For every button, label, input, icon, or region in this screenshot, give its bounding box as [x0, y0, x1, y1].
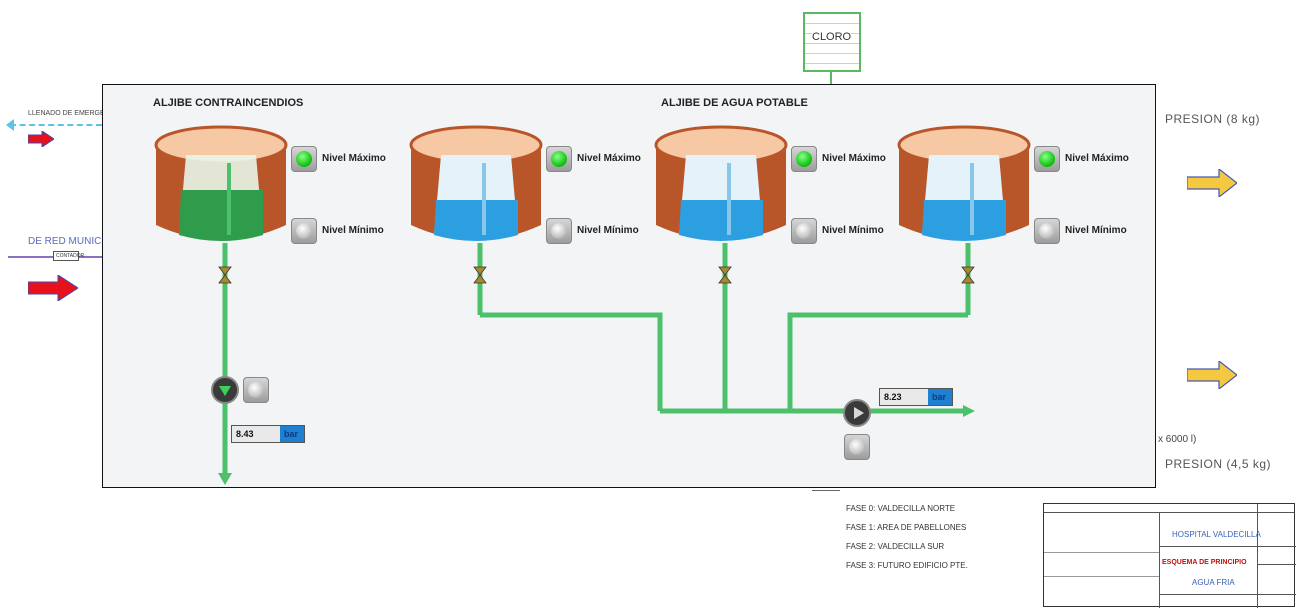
pump-left-arrow-icon	[219, 386, 231, 396]
tank3-min-lamp	[796, 223, 812, 239]
pump-left-pressure: 8.43 bar	[231, 425, 305, 443]
tank-graphic	[154, 125, 288, 241]
title-aljibe-agua-potable: ALJIBE DE AGUA POTABLE	[661, 97, 808, 109]
contador-label: CONTADOR	[56, 253, 85, 259]
tank3-max-label: Nivel Máximo	[822, 153, 886, 164]
tank-contraincendios	[151, 115, 291, 260]
presion-45-label: PRESION (4,5 kg)	[1165, 457, 1272, 471]
tank1-min-indicator	[291, 218, 317, 244]
presion-8-label: PRESION (8 kg)	[1165, 112, 1261, 126]
llenado-line	[10, 124, 102, 126]
pump-right-arrow-icon	[854, 407, 864, 419]
fase-3: FASE 3: FUTURO EDIFICIO PTE.	[846, 561, 968, 570]
tank-agua-potable-1	[406, 115, 546, 260]
pump-right-icon[interactable]	[843, 399, 871, 427]
red-arrow-large	[28, 275, 78, 301]
pipe-network	[218, 243, 975, 485]
cloro-tank: CLORO	[803, 12, 861, 72]
tank2-min-lamp	[551, 223, 567, 239]
pump-right-value: 8.23	[880, 389, 928, 405]
title-aljibe-contraincendios: ALJIBE CONTRAINCENDIOS	[153, 97, 304, 109]
capacity-fragment: x 6000 l)	[1158, 434, 1197, 445]
fase-0: FASE 0: VALDECILLA NORTE	[846, 504, 956, 513]
pump-right-status[interactable]	[844, 434, 870, 460]
pump-left-status[interactable]	[243, 377, 269, 403]
tank4-min-indicator	[1034, 218, 1060, 244]
tank4-max-indicator	[1034, 146, 1060, 172]
fase-underline	[812, 490, 840, 491]
tank-graphic	[654, 125, 788, 241]
contador-box: CONTADOR	[53, 251, 84, 261]
tank1-min-label: Nivel Mínimo	[322, 225, 384, 236]
pump-right-pressure: 8.23 bar	[879, 388, 953, 406]
tank4-max-label: Nivel Máximo	[1065, 153, 1129, 164]
llenado-emergencia-label: LLENADO DE EMERGE	[28, 110, 105, 117]
pump-left-lamp	[248, 382, 264, 398]
tank-agua-potable-2	[651, 115, 791, 260]
tank1-min-lamp	[296, 223, 312, 239]
tank3-max-indicator	[791, 146, 817, 172]
tank2-min-indicator	[546, 218, 572, 244]
pump-left-unit: bar	[280, 426, 304, 442]
title-block-hospital: HOSPITAL VALDECILLA	[1172, 530, 1261, 539]
red-municipal-label: DE RED MUNICIP	[28, 236, 111, 247]
tank1-max-lamp	[296, 151, 312, 167]
pump-left-value: 8.43	[232, 426, 280, 442]
tank4-min-lamp	[1039, 223, 1055, 239]
yellow-arrow-lower	[1187, 361, 1237, 389]
pump-right-lamp	[849, 439, 865, 455]
title-block: HOSPITAL VALDECILLA ESQUEMA DE PRINCIPIO…	[1043, 503, 1296, 608]
tank2-max-lamp	[551, 151, 567, 167]
tank1-max-indicator	[291, 146, 317, 172]
pump-left-icon[interactable]	[211, 376, 239, 404]
llenado-arrowhead	[6, 119, 14, 131]
tank2-max-indicator	[546, 146, 572, 172]
scada-panel: ALJIBE CONTRAINCENDIOS ALJIBE DE AGUA PO…	[102, 84, 1156, 488]
tank3-min-label: Nivel Mínimo	[822, 225, 884, 236]
tank4-min-label: Nivel Mínimo	[1065, 225, 1127, 236]
cloro-pipe	[830, 72, 832, 86]
pump-right-unit: bar	[928, 389, 952, 405]
fase-1: FASE 1: AREA DE PABELLONES	[846, 523, 967, 532]
tank-agua-potable-3	[894, 115, 1034, 260]
title-block-subject: AGUA FRIA	[1192, 578, 1235, 587]
red-arrow-small	[28, 131, 54, 147]
yellow-arrow-upper	[1187, 169, 1237, 197]
tank2-max-label: Nivel Máximo	[577, 153, 641, 164]
tank2-min-label: Nivel Mínimo	[577, 225, 639, 236]
fase-2: FASE 2: VALDECILLA SUR	[846, 542, 945, 551]
tank3-max-lamp	[796, 151, 812, 167]
tank1-max-label: Nivel Máximo	[322, 153, 386, 164]
tank-graphic	[897, 125, 1031, 241]
tank3-min-indicator	[791, 218, 817, 244]
title-block-drawing: ESQUEMA DE PRINCIPIO	[1162, 559, 1247, 566]
tank-graphic	[409, 125, 543, 241]
cloro-label: CLORO	[812, 31, 852, 43]
tank4-max-lamp	[1039, 151, 1055, 167]
